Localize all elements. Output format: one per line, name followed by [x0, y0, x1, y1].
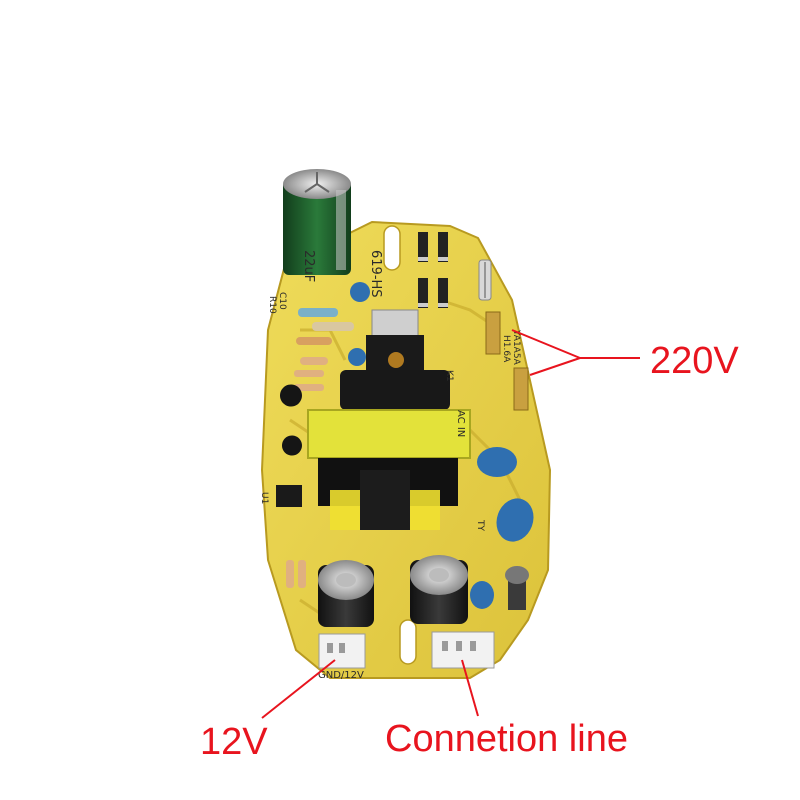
- silkscreen-ac-label: AC IN: [455, 410, 466, 437]
- output-inductor: [505, 566, 529, 610]
- callout-220v-label: 220V: [650, 340, 739, 382]
- bulk-capacitor: [340, 370, 450, 410]
- silkscreen-ref-u1: U1: [259, 492, 269, 504]
- callout-arrow-connection: [461, 659, 479, 717]
- green-electrolytic-capacitor: 22uF: [283, 169, 351, 282]
- board-slot: [383, 225, 401, 271]
- y-capacitor: [496, 498, 534, 542]
- silkscreen-ref-k1: K1: [444, 370, 454, 382]
- output-capacitor-right: [410, 555, 468, 624]
- blue-ceramic-capacitor: [350, 282, 370, 302]
- silkscreen-ref-ya1a5a: YA1A5A: [511, 329, 521, 366]
- output-capacitor-left: [318, 560, 374, 627]
- transistor-q1: [282, 435, 302, 456]
- callout-arrows-220v: [511, 329, 640, 376]
- silkscreen-ref-r10: R10: [267, 296, 277, 314]
- silkscreen-ref-c10: C10: [277, 292, 287, 310]
- silkscreen-model: 619-HS: [368, 250, 383, 298]
- connection-line-connector: [431, 631, 495, 669]
- glass-fuse: [478, 259, 492, 301]
- resistor-array: [286, 308, 354, 588]
- svg-text:22uF: 22uF: [301, 250, 316, 282]
- output-connector-12v: [318, 633, 366, 669]
- transistor-q2: [280, 384, 302, 407]
- callout-connection-line-label: Connetion line: [385, 718, 628, 760]
- transformer: [307, 409, 471, 530]
- silkscreen-output-label: GND/12V: [318, 670, 364, 681]
- silkscreen-ref-h16a: H1.6A: [501, 335, 511, 363]
- silkscreen-ref-ty: TY: [475, 519, 485, 531]
- callout-12v-label: 12V: [200, 721, 268, 763]
- blue-ceramic-capacitor: [470, 581, 494, 609]
- board-slot: [399, 619, 417, 665]
- rectifier-diodes: [418, 232, 448, 308]
- blue-ceramic-capacitor: [348, 348, 366, 366]
- ac-input-terminals: [485, 311, 529, 411]
- optocoupler: [276, 485, 302, 507]
- callout-arrow-12v: [261, 659, 336, 719]
- y-capacitor: [477, 447, 517, 477]
